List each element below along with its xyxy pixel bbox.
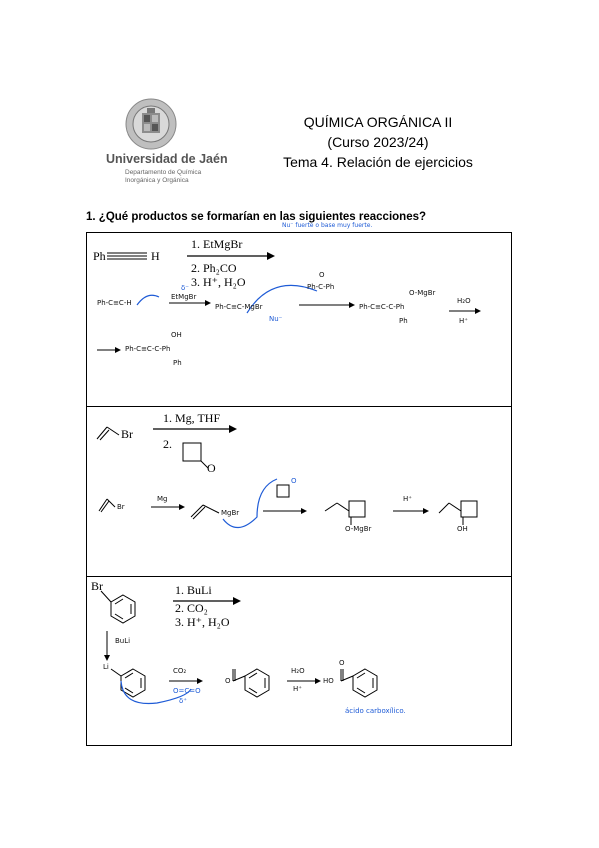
hw-br: Br: [117, 503, 125, 511]
hw-carbonyl-o: O: [339, 659, 345, 667]
hw-etmgbr-reagent: EtMgBr: [171, 293, 197, 301]
hw-delta-plus: δ⁺: [179, 697, 187, 705]
department-name: Departamento de Química Inorgánica y Org…: [125, 169, 201, 185]
hw-ketone-o: O: [291, 477, 297, 485]
reagent-step-3: 3. H⁺, H₂O: [191, 275, 246, 289]
panel3-drawing: [100, 590, 378, 705]
hw-vinyl-mgbr: MgBr: [221, 509, 240, 517]
hw-alkoxide-omgbr: O-MgBr: [409, 289, 436, 297]
reaction-panel-3: Br 1. BuLi 2. CO₂ 3. H⁺, H₂O BuLi Li CO₂…: [86, 576, 512, 746]
document-header: QUÍMICA ORGÁNICA II (Curso 2023/24) Tema…: [258, 112, 498, 172]
panel1-drawing: [97, 252, 481, 353]
reaction-panel-1: Ph H 1. EtMgBr 2. Ph₂CO 3. H⁺, H₂O Ph-C≡…: [86, 232, 512, 407]
course-year: (Curso 2023/24): [327, 134, 429, 150]
reagent-step-2: 2. CO₂: [175, 601, 208, 615]
hw-nucleophile-tag: Nu⁻: [269, 315, 283, 323]
reagent-step-2: 2. Ph₂CO: [191, 261, 237, 275]
hw-acid: H⁺: [459, 317, 468, 325]
hw-acid: H⁺: [403, 495, 412, 503]
hw-alkoxide-omgbr: O-MgBr: [345, 525, 372, 533]
hw-product-oh: OH: [171, 331, 182, 339]
hw-alkyne-start: Ph-C≡C-H: [97, 299, 132, 307]
university-seal-logo: [125, 98, 177, 150]
course-title: QUÍMICA ORGÁNICA II: [303, 114, 453, 130]
university-name: Universidad de Jaén: [106, 152, 228, 166]
department-line-1: Departamento de Química: [125, 169, 202, 176]
hw-alcohol-oh: OH: [457, 525, 468, 533]
hw-product: Ph-C≡C-C-Ph: [125, 345, 171, 353]
hw-water: H₂O: [291, 667, 305, 675]
reaction-panel-2: Br 1. Mg, THF 2. O Br Mg MgBr O O-MgBr H…: [86, 406, 512, 577]
cyclobutanone-o: O: [207, 461, 216, 475]
hw-hydroxyl: HO: [323, 677, 334, 685]
hw-li: Li: [103, 663, 109, 671]
hw-product-ph-below: Ph: [173, 359, 182, 367]
question-number: 1.: [86, 211, 96, 223]
reactant-h-label: H: [151, 249, 160, 263]
hw-acetylide-intermediate: Ph-C≡C-MgBr: [215, 303, 263, 311]
hw-alkoxide-ph-below: Ph: [399, 317, 408, 325]
hw-water: H₂O: [457, 297, 471, 305]
question-text: ¿Qué productos se formarían en las sigui…: [98, 211, 427, 223]
reactant-ph-label: Ph: [93, 249, 106, 263]
reagent-step-1: 1. EtMgBr: [191, 237, 243, 251]
hw-delta-minus: δ⁻: [181, 284, 189, 292]
topic-title: Tema 4. Relación de ejercicios: [283, 154, 473, 170]
hw-buli: BuLi: [115, 637, 131, 645]
hw-acid: H⁺: [293, 685, 302, 693]
reagent-step-1: 1. Mg, THF: [163, 411, 221, 425]
hw-ketone: Ph-C-Ph: [307, 283, 335, 291]
reagent-step-3: 3. H⁺, H₂O: [175, 615, 230, 629]
hw-mg-reagent: Mg: [157, 495, 168, 503]
vinyl-bromide-br: Br: [121, 427, 133, 441]
hw-oco: O=C=O: [173, 687, 201, 695]
panel2-drawing: [96, 425, 478, 529]
department-line-2: Inorgánica y Orgánica: [125, 177, 189, 184]
hw-carboxylic-acid-note: ácido carboxílico.: [345, 707, 406, 715]
hw-alkoxide: Ph-C≡C-C-Ph: [359, 303, 405, 311]
question-title: 1. ¿Qué productos se formarían en las si…: [86, 211, 426, 223]
hw-carboxylate-o: O: [225, 677, 231, 685]
reagent-step-1: 1. BuLi: [175, 583, 212, 597]
hw-co2: CO₂: [173, 667, 187, 675]
hw-ketone-o: O: [319, 271, 325, 279]
bromobenzene-br: Br: [91, 579, 103, 593]
reagent-step-2: 2.: [163, 437, 172, 451]
nucleophile-note: Nu⁻ fuerte o base muy fuerte.: [282, 222, 373, 229]
